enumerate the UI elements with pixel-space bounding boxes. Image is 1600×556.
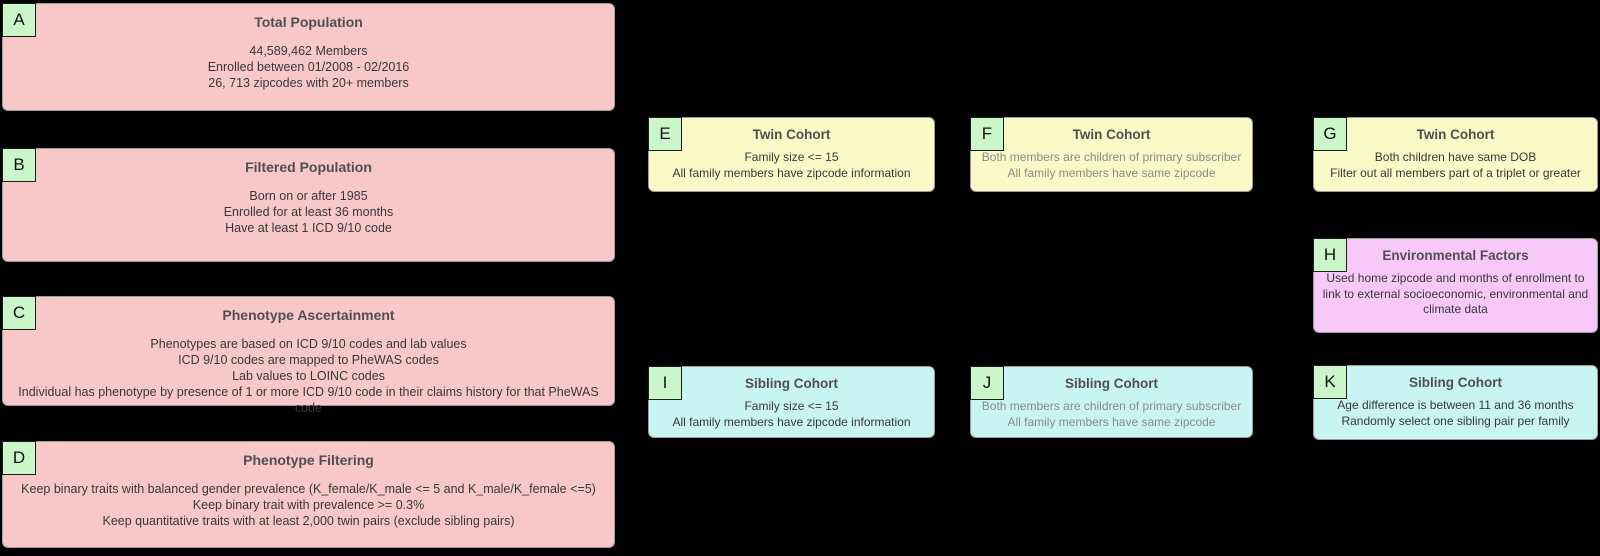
node-letter-badge: G (1313, 117, 1347, 151)
node-title: Twin Cohort (1416, 127, 1495, 142)
node-line: Lab values to LOINC codes (232, 369, 385, 383)
node-environmental-factors: H Environmental Factors Used home zipcod… (1313, 238, 1598, 333)
node-line: Both children have same DOB (1374, 150, 1537, 164)
node-sibling-cohort-i: I Sibling Cohort Family size <= 15 All f… (648, 366, 935, 438)
node-letter-badge: F (970, 117, 1004, 151)
node-sibling-cohort-j: J Sibling Cohort Both members are childr… (970, 366, 1253, 438)
node-letter-badge: A (2, 3, 36, 37)
node-line: Family size <= 15 (744, 150, 839, 164)
node-line: link to external socioeconomic, environm… (1322, 286, 1589, 301)
node-twin-cohort-f: F Twin Cohort Both members are children … (970, 117, 1253, 192)
node-letter-badge: C (2, 296, 36, 330)
node-letter-badge: I (648, 366, 682, 400)
node-line: Enrolled between 01/2008 - 02/2016 (207, 60, 410, 74)
node-letter-badge: D (2, 441, 36, 475)
node-letter-badge: H (1313, 238, 1347, 272)
node-line: Randomly select one sibling pair per fam… (1341, 413, 1570, 428)
node-twin-cohort-g: G Twin Cohort Both children have same DO… (1313, 117, 1598, 192)
node-letter-badge: B (2, 148, 36, 182)
node-title: Phenotype Ascertainment (222, 307, 395, 323)
node-letter-badge: K (1313, 365, 1347, 399)
node-line: ICD 9/10 codes are mapped to PheWAS code… (178, 353, 439, 367)
node-title: Filtered Population (245, 159, 372, 175)
node-sibling-cohort-k: K Sibling Cohort Age difference is betwe… (1313, 365, 1598, 440)
node-line: Filter out all members part of a triplet… (1330, 165, 1581, 180)
node-filtered-population: B Filtered Population Born on or after 1… (2, 148, 615, 262)
node-title: Twin Cohort (752, 127, 831, 142)
node-letter-badge: J (970, 366, 1004, 400)
node-title: Total Population (254, 14, 363, 30)
node-title: Environmental Factors (1382, 248, 1529, 263)
node-phenotype-ascertainment: C Phenotype Ascertainment Phenotypes are… (2, 296, 615, 415)
node-twin-cohort-e: E Twin Cohort Family size <= 15 All fami… (648, 117, 935, 192)
node-line: Individual has phenotype by presence of … (18, 385, 599, 415)
node-title: Sibling Cohort (745, 376, 838, 391)
node-line: Both members are children of primary sub… (981, 150, 1242, 164)
node-line: Used home zipcode and months of enrollme… (1326, 271, 1585, 285)
node-line: Age difference is between 11 and 36 mont… (1337, 398, 1574, 412)
node-line: climate data (1423, 302, 1488, 316)
node-title: Twin Cohort (1072, 127, 1151, 142)
node-line: 26, 713 zipcodes with 20+ members (208, 76, 409, 90)
node-line: All family members have same zipcode (1007, 165, 1216, 180)
node-title: Phenotype Filtering (243, 452, 374, 468)
node-line: Keep binary traits with balanced gender … (21, 482, 596, 496)
node-line: Born on or after 1985 (249, 189, 368, 203)
node-phenotype-filtering: D Phenotype Filtering Keep binary traits… (2, 441, 615, 548)
node-line: Have at least 1 ICD 9/10 code (225, 221, 392, 235)
node-line: Keep binary trait with prevalence >= 0.3… (192, 498, 425, 512)
node-line: Keep quantitative traits with at least 2… (102, 514, 515, 528)
node-line: All family members have zipcode informat… (672, 165, 911, 180)
node-letter-badge: E (648, 117, 682, 151)
node-total-population: A Total Population 44,589,462 Members En… (2, 3, 615, 111)
node-title: Sibling Cohort (1065, 376, 1158, 391)
node-line: Phenotypes are based on ICD 9/10 codes a… (150, 337, 467, 351)
node-line: 44,589,462 Members (249, 44, 368, 58)
node-title: Sibling Cohort (1409, 375, 1502, 390)
node-line: Family size <= 15 (744, 399, 839, 413)
node-line: Both members are children of primary sub… (981, 399, 1242, 413)
node-line: All family members have zipcode informat… (672, 414, 911, 429)
node-line: All family members have same zipcode (1007, 414, 1216, 429)
node-line: Enrolled for at least 36 months (223, 205, 394, 219)
